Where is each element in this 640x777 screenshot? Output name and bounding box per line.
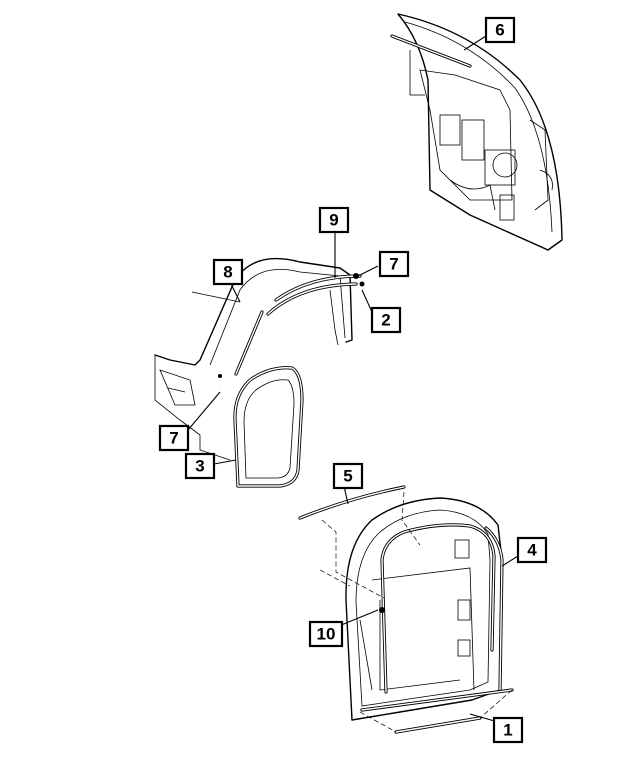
callout-9-label: 9 xyxy=(329,211,338,230)
body-aperture-view xyxy=(154,257,365,488)
callout-8-label: 8 xyxy=(223,263,232,282)
callout-7-top[interactable]: 7 xyxy=(378,250,410,278)
callout-5[interactable]: 5 xyxy=(332,462,364,490)
callout-6-label: 6 xyxy=(495,21,504,40)
door-inner-panel-view xyxy=(390,13,563,251)
callout-6[interactable]: 6 xyxy=(484,16,516,44)
leader-lines xyxy=(187,35,519,723)
callout-7-top-label: 7 xyxy=(389,255,398,274)
callout-7-left-label: 7 xyxy=(169,429,178,448)
callout-4[interactable]: 4 xyxy=(516,536,548,564)
callout-9[interactable]: 9 xyxy=(318,206,350,234)
callout-1-label: 1 xyxy=(503,721,512,740)
callout-2[interactable]: 2 xyxy=(370,306,402,334)
callout-10-label: 10 xyxy=(317,625,336,644)
belt-weatherstrip xyxy=(298,485,406,520)
callout-7-left[interactable]: 7 xyxy=(158,424,190,452)
callout-3-label: 3 xyxy=(195,457,204,476)
front-door-assembly xyxy=(298,485,514,734)
callout-4-label: 4 xyxy=(527,541,537,560)
callout-2-label: 2 xyxy=(381,311,390,330)
callout-5-label: 5 xyxy=(343,467,352,486)
callout-1[interactable]: 1 xyxy=(492,716,524,744)
callout-10[interactable]: 10 xyxy=(308,620,344,648)
callout-3[interactable]: 3 xyxy=(184,452,216,480)
callout-8[interactable]: 8 xyxy=(212,258,244,286)
